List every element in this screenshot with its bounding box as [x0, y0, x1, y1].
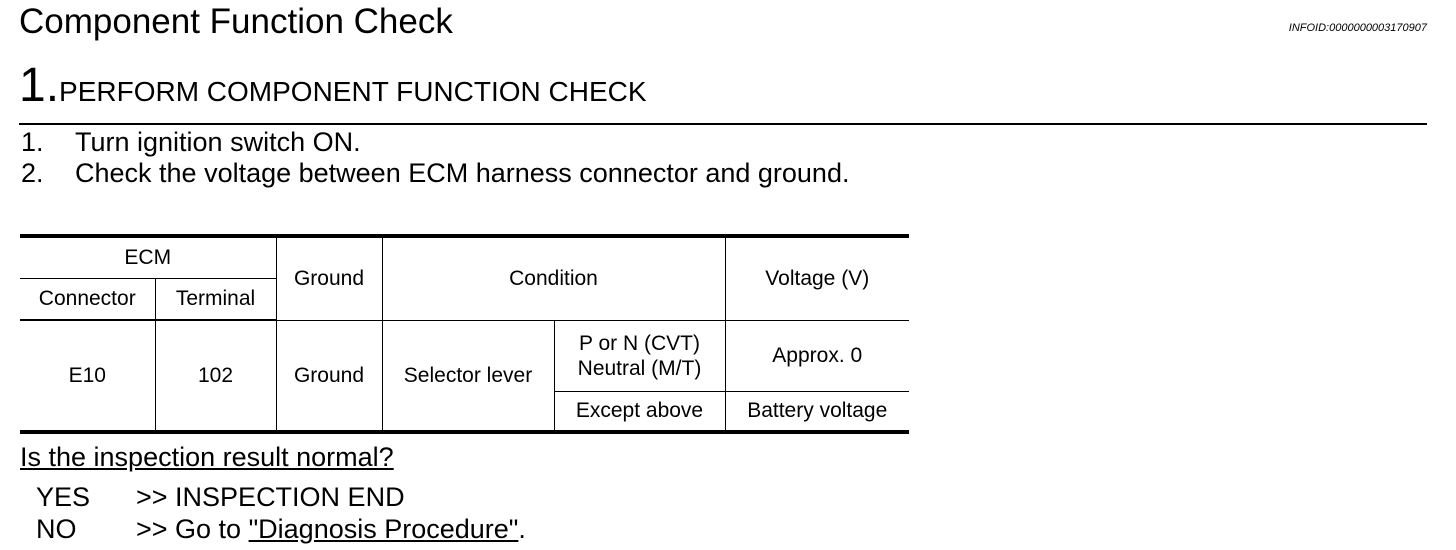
answer-yes-key: YES — [36, 482, 91, 512]
answer-yes: YES >> INSPECTION END — [36, 481, 526, 513]
instruction-text: Turn ignition switch ON. — [75, 127, 361, 157]
answer-no-prefix: >> Go to — [136, 514, 249, 544]
step-heading: 1.PERFORM COMPONENT FUNCTION CHECK — [19, 60, 647, 123]
instruction-text: Check the voltage between ECM harness co… — [75, 158, 850, 188]
header-voltage: Voltage (V) — [724, 236, 909, 321]
instruction-number: 2. — [21, 158, 44, 188]
section-divider — [19, 123, 1427, 125]
header-ground: Ground — [275, 236, 383, 321]
info-id: INFOID:0000000003170907 — [1288, 22, 1427, 34]
inspection-question: Is the inspection result normal? — [20, 442, 394, 472]
header-connector: Connector — [20, 277, 156, 321]
voltage-spec-table: ECM Ground Condition Voltage (V) Connect… — [20, 234, 909, 434]
header-condition: Condition — [381, 236, 726, 321]
cell-connector: E10 — [20, 319, 156, 433]
cell-state-park-neutral: P or N (CVT) Neutral (M/T) — [553, 319, 726, 392]
answer-no-text: >> Go to "Diagnosis Procedure". — [136, 513, 526, 545]
step-number: 1. — [19, 59, 60, 112]
header-terminal: Terminal — [154, 277, 277, 321]
state-line: P or N (CVT) — [579, 331, 700, 355]
step-title: PERFORM COMPONENT FUNCTION CHECK — [59, 76, 647, 107]
cell-terminal: 102 — [154, 319, 277, 433]
answer-list: YES >> INSPECTION END NO >> Go to "Diagn… — [36, 481, 526, 545]
cell-condition: Selector lever — [381, 319, 555, 433]
cell-voltage-battery: Battery voltage — [724, 390, 909, 432]
answer-no-suffix: . — [518, 514, 526, 544]
instruction-item: 2. Check the voltage between ECM harness… — [21, 158, 849, 189]
page-title: Component Function Check — [19, 2, 453, 41]
instruction-number: 1. — [21, 127, 44, 157]
diagnosis-procedure-link[interactable]: "Diagnosis Procedure" — [248, 514, 519, 544]
cell-ground: Ground — [275, 319, 383, 433]
instruction-item: 1. Turn ignition switch ON. — [21, 127, 849, 158]
header-ecm: ECM — [20, 236, 277, 279]
answer-no: NO >> Go to "Diagnosis Procedure". — [36, 513, 526, 545]
instruction-list: 1. Turn ignition switch ON. 2. Check the… — [21, 127, 849, 189]
cell-voltage-approx: Approx. 0 — [724, 319, 909, 392]
answer-no-key: NO — [36, 514, 77, 544]
state-line: Neutral (M/T) — [577, 356, 702, 380]
answer-yes-text: >> INSPECTION END — [136, 482, 405, 512]
cell-state-except: Except above — [554, 390, 726, 432]
